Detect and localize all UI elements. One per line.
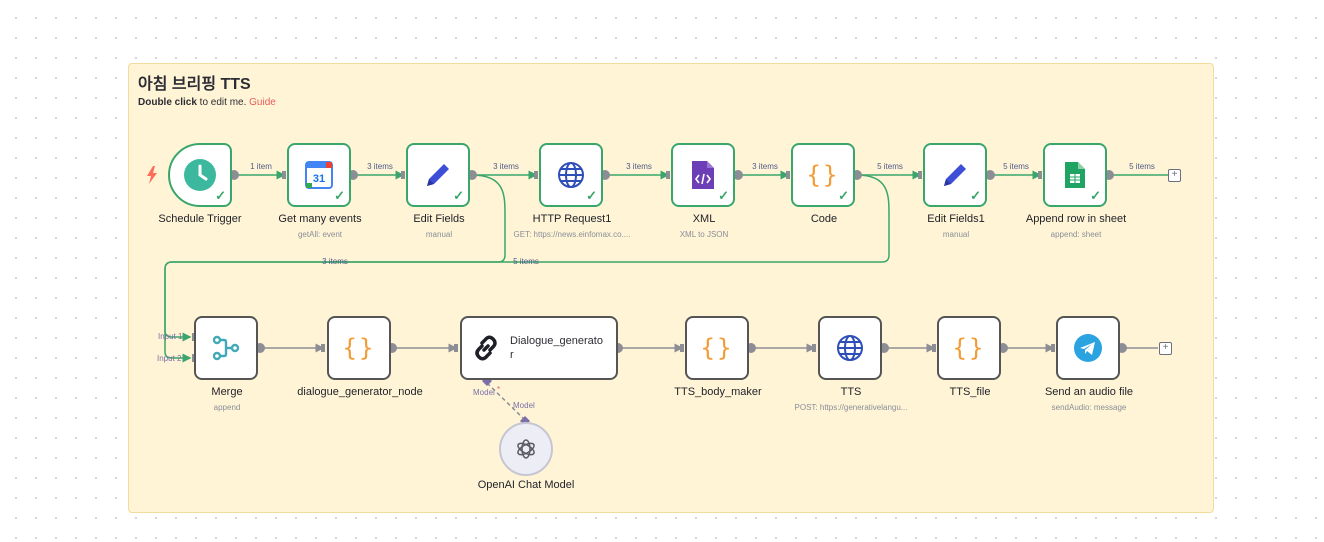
hint-text: to edit me.: [196, 97, 250, 108]
node-label: HTTP Request1: [532, 213, 612, 225]
node-send-audio[interactable]: [1056, 316, 1120, 380]
chain-link-icon: [475, 335, 497, 361]
node-label: Code: [810, 213, 838, 225]
sticky-note[interactable]: 아침 브리핑 TTS Double click to edit me. Guid…: [128, 63, 1214, 513]
node-subtitle: getAll: event: [297, 230, 343, 239]
node-label: Edit Fields1: [927, 213, 985, 225]
node-subtitle: XML to JSON: [679, 230, 729, 239]
node-label: XML: [692, 213, 716, 225]
node-subtitle: POST: https://generativelangu...: [794, 403, 908, 412]
item-count: 5 items: [1129, 162, 1155, 171]
openai-icon: [517, 439, 535, 459]
input-port-label: Input 2: [157, 354, 182, 363]
model-port-label: Model: [513, 401, 535, 410]
node-edit-fields1[interactable]: ✓: [923, 143, 987, 207]
node-xml[interactable]: ✓: [671, 143, 735, 207]
edge-model: [486, 382, 526, 421]
edge-loop-code-merge: [164, 174, 890, 363]
braces-icon: {}: [700, 334, 734, 362]
node-label: Get many events: [278, 213, 362, 225]
braces-icon: {}: [342, 334, 376, 362]
success-check-icon: ✓: [334, 188, 345, 203]
hint-action: Double click: [138, 97, 197, 108]
node-label: Send an audio file: [1044, 386, 1134, 398]
globe-icon: [558, 162, 584, 188]
node-merge[interactable]: [194, 316, 258, 380]
required-asterisk: *: [497, 385, 501, 394]
model-port-label: Model: [473, 388, 495, 397]
node-tts-body-maker[interactable]: {}: [685, 316, 749, 380]
success-check-icon: ✓: [718, 188, 729, 203]
sticky-hint: Double click to edit me. Guide: [138, 97, 276, 108]
merge-icon: [212, 335, 240, 361]
item-count: 3 items: [367, 162, 393, 171]
item-count: 3 items: [752, 162, 778, 171]
node-http-request1[interactable]: ✓: [539, 143, 603, 207]
node-label: OpenAI Chat Model: [477, 479, 575, 491]
node-subtitle: sendAudio: message: [1051, 403, 1127, 412]
node-label: dialogue_generator_node: [297, 386, 423, 398]
item-count: 1 item: [250, 162, 272, 171]
success-check-icon: ✓: [1090, 188, 1101, 203]
node-subtitle: manual: [425, 230, 453, 239]
guide-link[interactable]: Guide: [249, 97, 276, 108]
xml-file-icon: [692, 161, 714, 189]
clock-icon: [184, 159, 216, 191]
node-openai-chat-model[interactable]: [499, 422, 553, 476]
sticky-title: 아침 브리핑 TTS: [138, 76, 251, 93]
item-count: 5 items: [513, 257, 539, 266]
success-check-icon: ✓: [970, 188, 981, 203]
google-calendar-icon: 31: [305, 161, 333, 189]
add-node-button[interactable]: +: [1159, 342, 1172, 355]
node-code[interactable]: {} ✓: [791, 143, 855, 207]
success-check-icon: ✓: [215, 188, 226, 203]
node-dialogue-generator-node[interactable]: {}: [327, 316, 391, 380]
node-tts-file[interactable]: {}: [937, 316, 1001, 380]
trigger-bolt-icon: [147, 166, 157, 184]
node-label: Schedule Trigger: [158, 213, 242, 225]
pencil-icon: [427, 164, 449, 186]
success-check-icon: ✓: [586, 188, 597, 203]
node-tts[interactable]: [818, 316, 882, 380]
success-check-icon: ✓: [838, 188, 849, 203]
item-count: 5 items: [1003, 162, 1029, 171]
node-edit-fields[interactable]: ✓: [406, 143, 470, 207]
add-node-button[interactable]: +: [1168, 169, 1181, 182]
node-label: TTS_file: [949, 386, 991, 398]
node-subtitle: GET: https://news.einfomax.co....: [513, 230, 631, 239]
svg-text:31: 31: [313, 173, 325, 185]
node-label: TTS: [840, 386, 862, 398]
globe-icon: [837, 335, 863, 361]
input-port-label: Input 1: [158, 332, 183, 341]
item-count: 5 items: [877, 162, 903, 171]
node-subtitle: append: sheet: [1050, 230, 1102, 239]
item-count: 3 items: [493, 162, 519, 171]
node-schedule-trigger[interactable]: ✓: [168, 143, 232, 207]
item-count: 3 items: [626, 162, 652, 171]
node-dialogue-generator[interactable]: Dialogue_generator: [460, 316, 618, 380]
node-append-row[interactable]: ✓: [1043, 143, 1107, 207]
braces-icon: {}: [952, 334, 986, 362]
node-label: Append row in sheet: [1025, 213, 1127, 225]
success-check-icon: ✓: [453, 188, 464, 203]
node-inline-label: Dialogue_generator: [510, 335, 603, 361]
node-subtitle: manual: [942, 230, 970, 239]
node-label: Edit Fields: [413, 213, 465, 225]
node-subtitle: append: [213, 403, 241, 412]
braces-icon: {}: [806, 161, 840, 189]
node-get-many-events[interactable]: 31 ✓: [287, 143, 351, 207]
node-label: TTS_body_maker: [674, 386, 762, 398]
google-sheets-icon: [1065, 162, 1085, 188]
telegram-icon: [1074, 334, 1102, 362]
pencil-icon: [944, 164, 966, 186]
item-count: 3 items: [322, 257, 348, 266]
node-label: Merge: [211, 386, 243, 398]
